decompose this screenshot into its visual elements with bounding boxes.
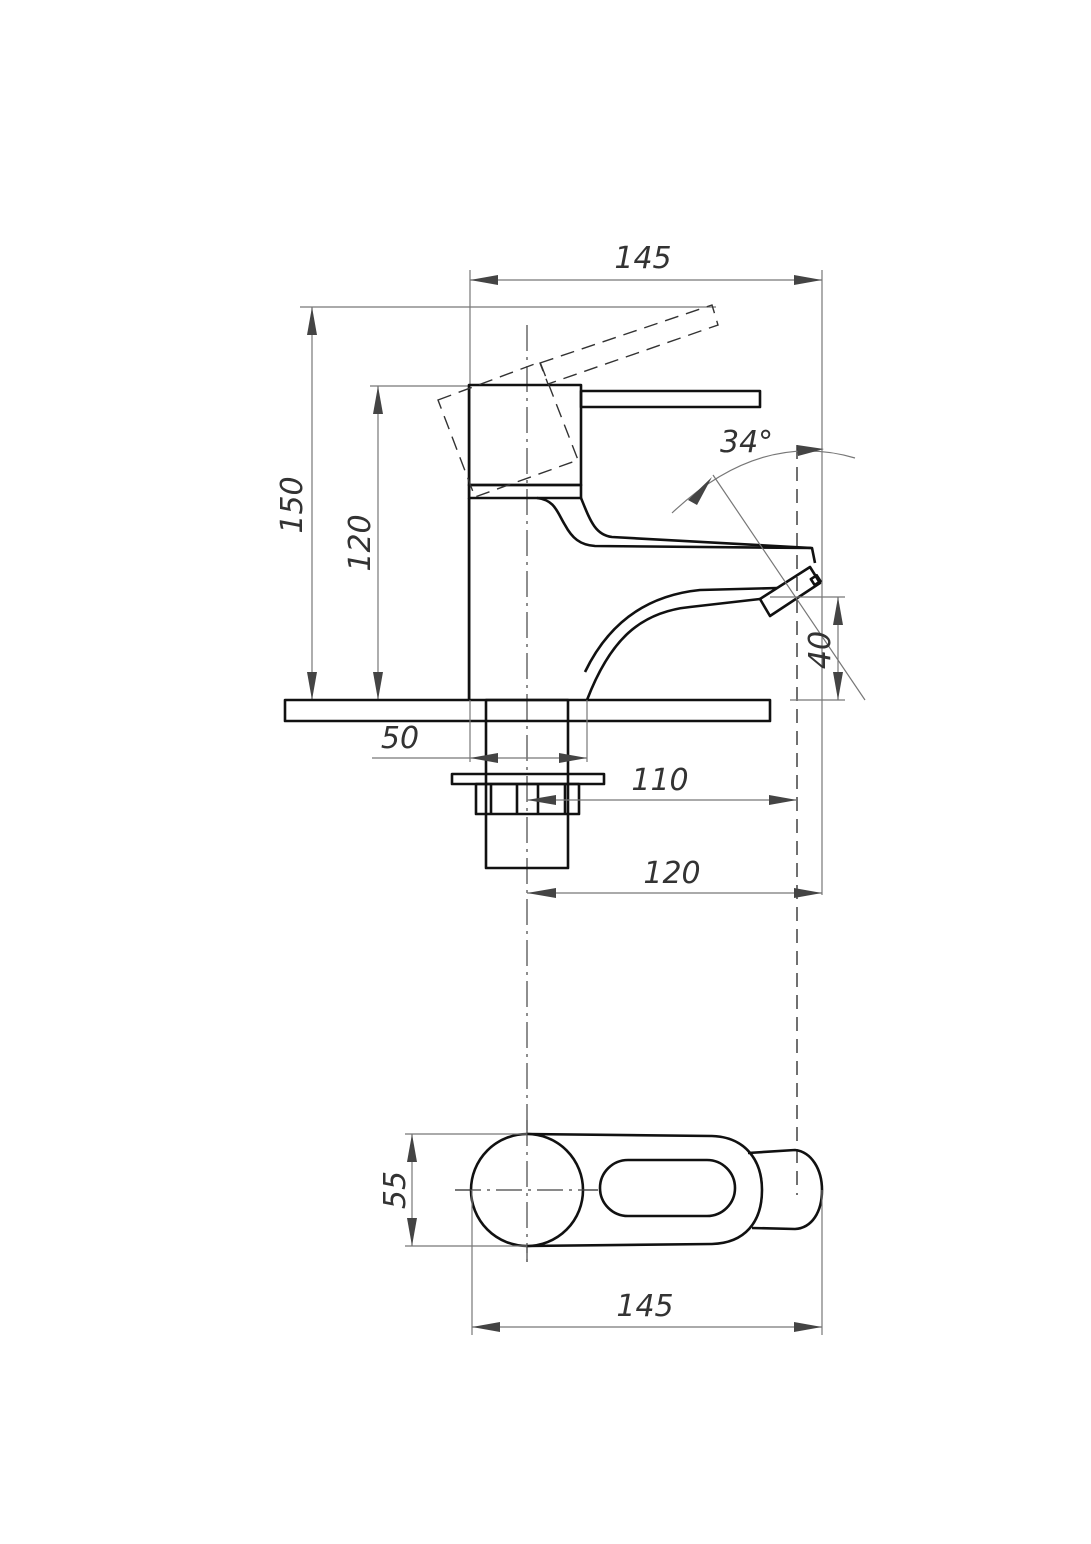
faucet-body <box>437 304 822 701</box>
dimension-50: 50 <box>372 700 588 763</box>
lever-handle <box>579 389 762 409</box>
dimension-angle-34: 34° <box>671 425 866 701</box>
dimension-150: 150 <box>275 306 716 700</box>
dimension-label: 150 <box>275 476 310 533</box>
top-view-slot <box>598 1158 737 1218</box>
connection-pipe <box>450 698 606 870</box>
dimension-label: 110 <box>631 763 688 798</box>
dimension-label: 55 <box>378 1171 413 1209</box>
dimension-label: 34° <box>720 425 773 460</box>
dimension-55: 55 <box>378 1133 527 1247</box>
top-view-body <box>526 1132 764 1248</box>
dimension-120-vertical: 120 <box>343 385 470 700</box>
aerator <box>758 565 822 618</box>
dimension-label: 145 <box>616 1289 673 1324</box>
dimension-110: 110 <box>527 763 797 805</box>
dimension-label: 120 <box>343 514 378 571</box>
raised-lever-outline <box>539 304 719 385</box>
dimension-label: 50 <box>381 721 419 756</box>
dimension-label: 120 <box>643 856 700 891</box>
dimension-145-bottom: 145 <box>471 1190 823 1335</box>
raised-cap-outline <box>437 361 579 498</box>
dimension-120-horizontal: 120 <box>527 856 822 898</box>
spout-upper <box>579 497 817 564</box>
dimension-label: 40 <box>803 631 838 669</box>
spout-lower <box>583 586 778 673</box>
dimension-40: 40 <box>770 596 845 701</box>
top-view <box>455 1120 824 1262</box>
top-view-spout <box>747 1148 824 1231</box>
dimension-label: 145 <box>614 241 671 276</box>
